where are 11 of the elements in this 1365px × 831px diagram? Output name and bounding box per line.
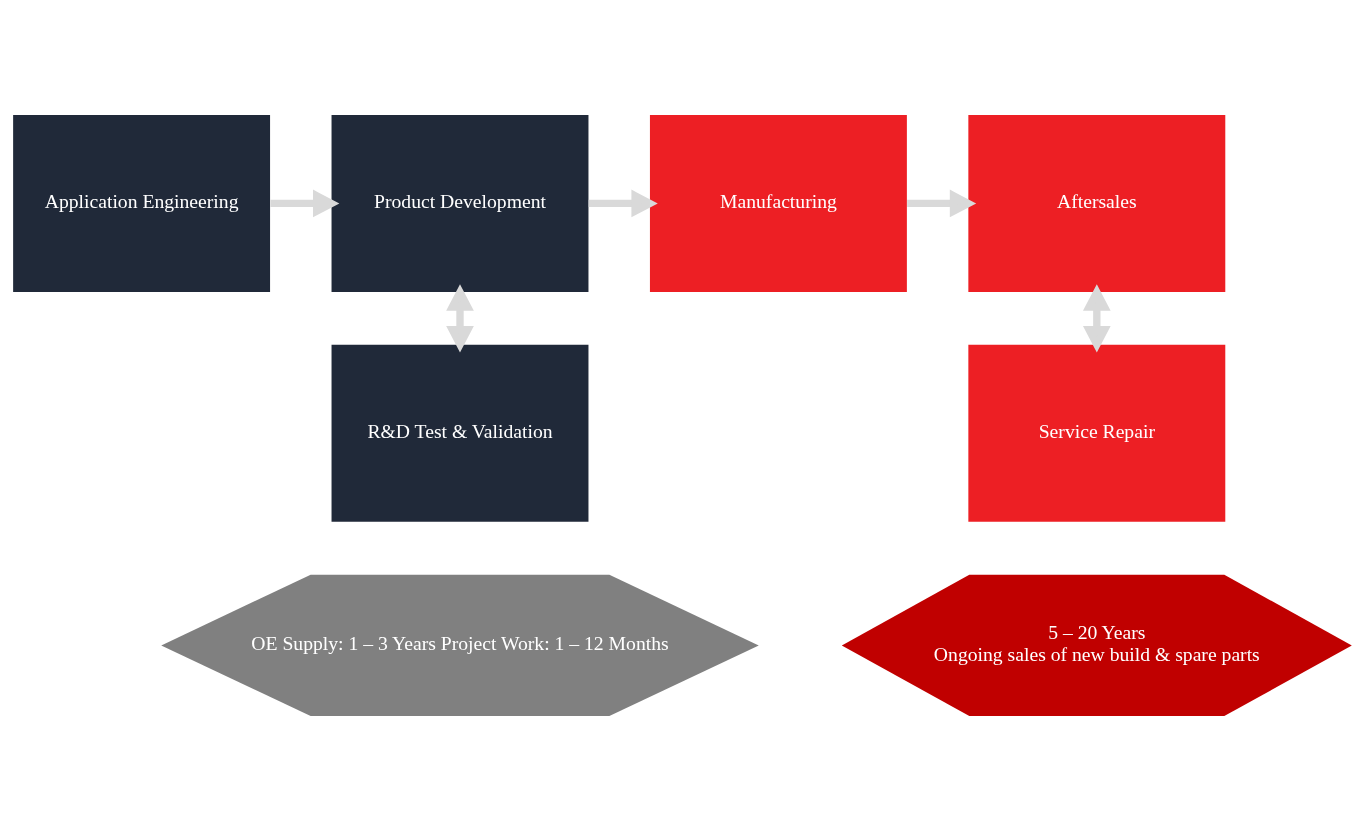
node-box: Manufacturing xyxy=(649,114,907,292)
node-box: Application Engineering xyxy=(13,114,271,292)
node-box: Product Development xyxy=(331,114,589,292)
arrow xyxy=(270,189,340,218)
node-box: Service Repair xyxy=(968,344,1226,522)
arrow xyxy=(1082,284,1111,353)
node-box: Aftersales xyxy=(968,114,1226,292)
arrow xyxy=(907,189,977,218)
node-box: R&D Test & Validation xyxy=(331,344,589,522)
arrow xyxy=(588,189,658,218)
arrow xyxy=(446,284,474,353)
